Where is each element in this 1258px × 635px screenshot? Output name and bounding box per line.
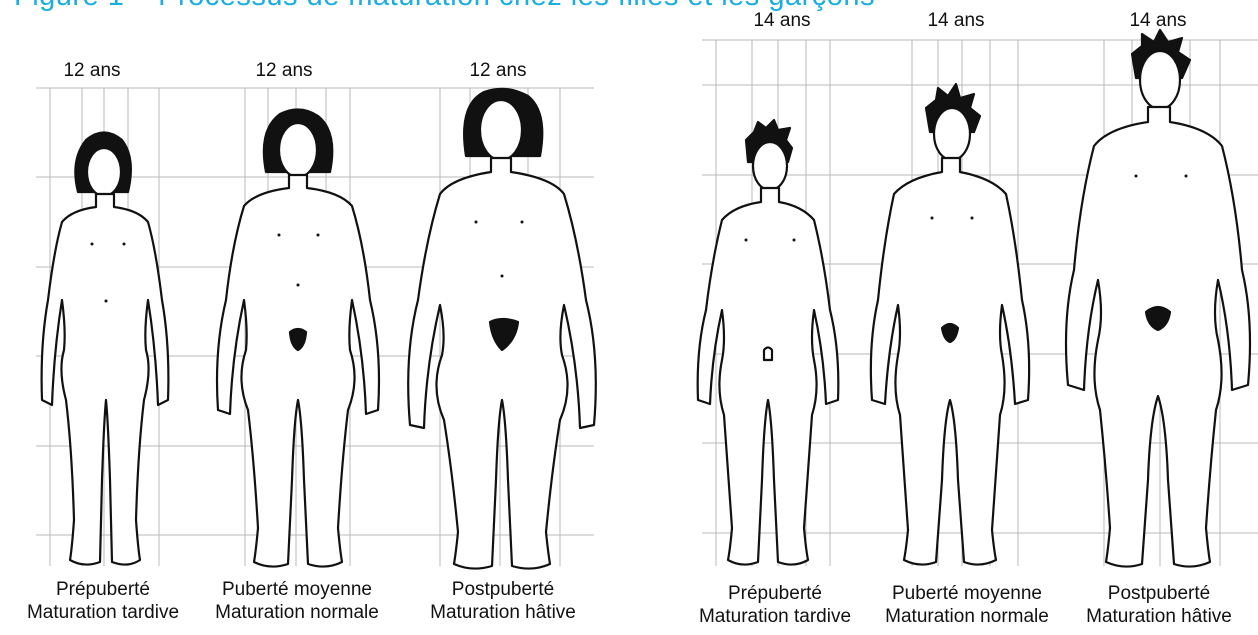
girl-maturation-1: Maturation tardive: [0, 601, 208, 624]
girl-stage-2: Puberté moyenne: [192, 578, 402, 601]
boy-stage-1: Prépuberté: [670, 582, 880, 605]
girl-stage-label-2: Puberté moyenne Maturation normale: [192, 578, 402, 624]
girl-age-label-1: 12 ans: [32, 60, 152, 82]
girl-figure-post-puberty: [0, 0, 620, 635]
boy-stage-label-3: Postpuberté Maturation hâtive: [1054, 582, 1258, 628]
girl-stage-3: Postpuberté: [398, 578, 608, 601]
girl-age-label-3: 12 ans: [438, 60, 558, 82]
boy-age-label-3: 14 ans: [1098, 10, 1218, 32]
girl-maturation-3: Maturation hâtive: [398, 601, 608, 624]
boys-panel: 14 ans 14 ans 14 ans Prépuberté Maturati…: [640, 0, 1258, 635]
boy-stage-2: Puberté moyenne: [862, 582, 1072, 605]
boy-stage-3: Postpuberté: [1054, 582, 1258, 605]
girl-maturation-2: Maturation normale: [192, 601, 402, 624]
boy-maturation-2: Maturation normale: [862, 605, 1072, 628]
boy-stage-label-1: Prépuberté Maturation tardive: [670, 582, 880, 628]
boy-age-label-1: 14 ans: [722, 10, 842, 32]
boy-figure-post-puberty: [640, 0, 1258, 635]
girl-stage-label-1: Prépuberté Maturation tardive: [0, 578, 208, 624]
girl-stage-label-3: Postpuberté Maturation hâtive: [398, 578, 608, 624]
girls-panel: 12 ans 12 ans 12 ans Prépuberté Maturati…: [0, 0, 620, 635]
boy-stage-label-2: Puberté moyenne Maturation normale: [862, 582, 1072, 628]
boy-maturation-3: Maturation hâtive: [1054, 605, 1258, 628]
girl-age-label-2: 12 ans: [224, 60, 344, 82]
boy-maturation-1: Maturation tardive: [670, 605, 880, 628]
boy-age-label-2: 14 ans: [896, 10, 1016, 32]
girl-stage-1: Prépuberté: [0, 578, 208, 601]
